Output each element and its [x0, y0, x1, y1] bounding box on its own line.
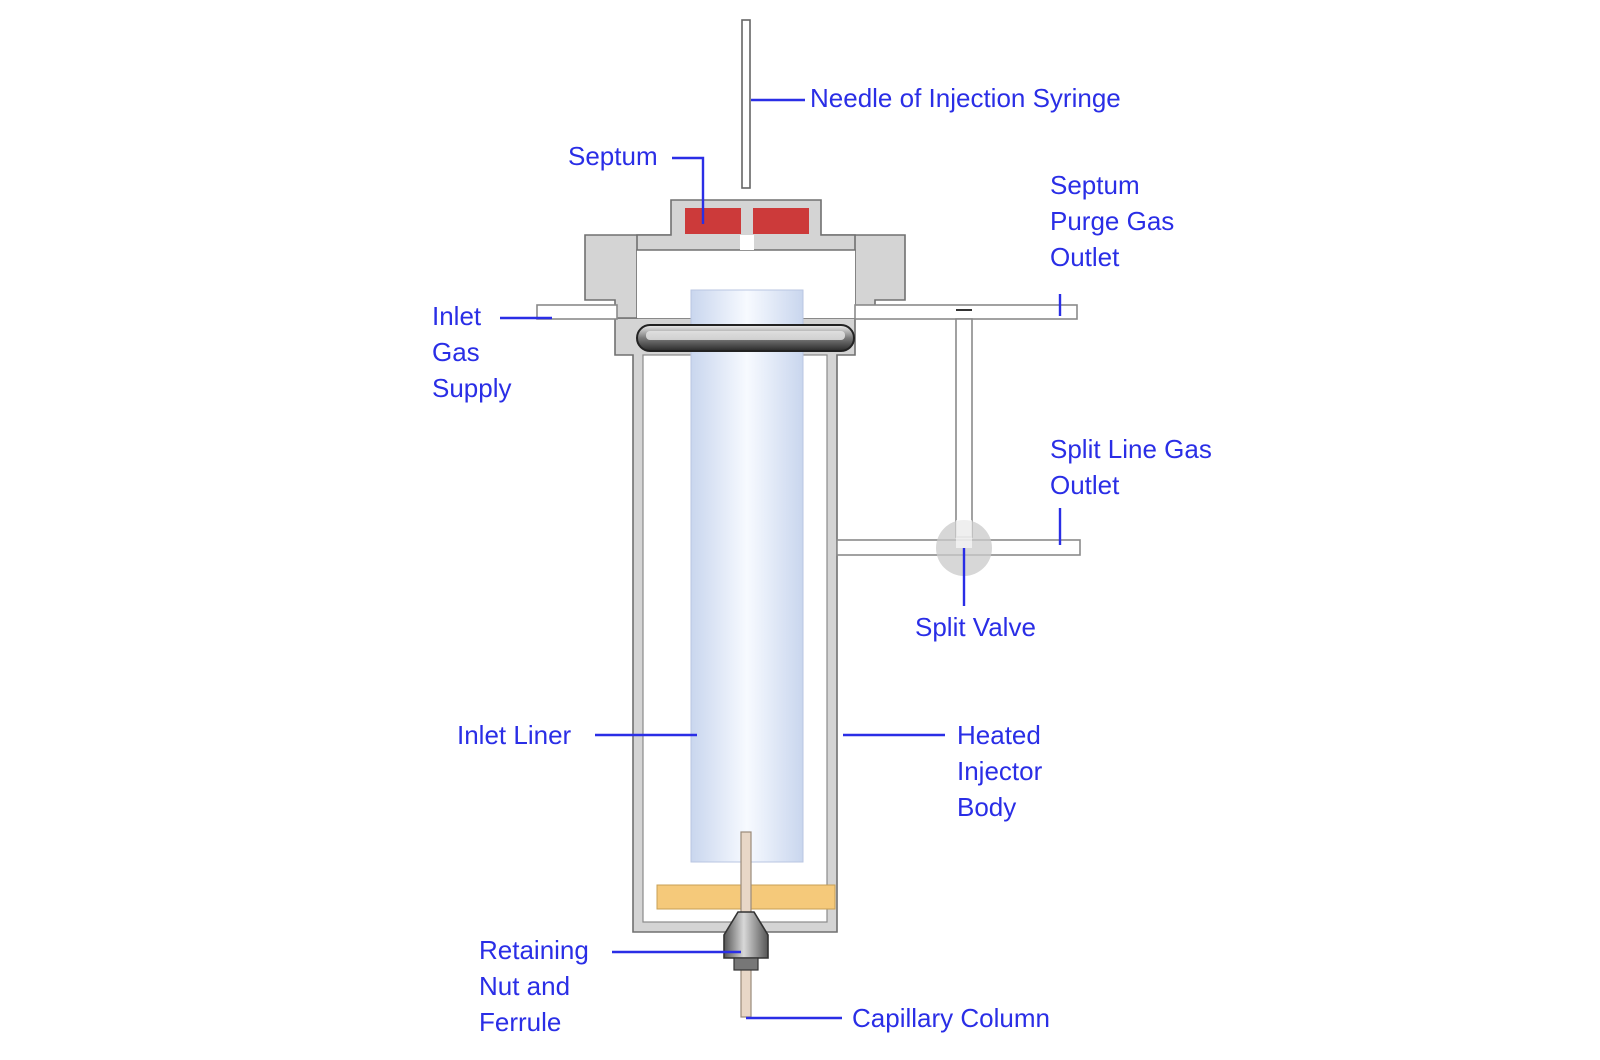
inlet-gas-supply-pipe: [536, 304, 618, 320]
label-inlet-gas-3: Supply: [432, 373, 512, 403]
label-heated-body-1: Heated: [957, 720, 1041, 750]
septum-left: [685, 208, 741, 234]
o-ring-highlight: [646, 331, 845, 340]
label-inlet-gas-1: Inlet: [432, 301, 482, 331]
label-retaining-nut-1: Retaining: [479, 935, 589, 965]
inlet-liner: [690, 289, 804, 863]
ferrule: [733, 957, 759, 971]
label-heated-body-3: Body: [957, 792, 1016, 822]
label-septum: Septum: [568, 141, 658, 171]
label-split-line-2: Outlet: [1050, 470, 1120, 500]
label-capillary: Capillary Column: [852, 1003, 1050, 1033]
label-heated-body-2: Injector: [957, 756, 1043, 786]
label-inlet-liner: Inlet Liner: [457, 720, 572, 750]
septum: [685, 208, 809, 234]
label-retaining-nut-2: Nut and: [479, 971, 570, 1001]
label-split-valve: Split Valve: [915, 612, 1036, 642]
syringe-needle: [741, 19, 751, 189]
label-septum-purge-3: Outlet: [1050, 242, 1120, 272]
labels: Needle of Injection Syringe Septum Septu…: [432, 83, 1212, 1037]
septum-right: [753, 208, 809, 234]
retaining-nut: [723, 911, 769, 959]
label-septum-purge-1: Septum: [1050, 170, 1140, 200]
septum-needle-port: [740, 235, 754, 250]
label-needle: Needle of Injection Syringe: [810, 83, 1121, 113]
label-septum-purge-2: Purge Gas: [1050, 206, 1174, 236]
label-inlet-gas-2: Gas: [432, 337, 480, 367]
septum-leader: [672, 156, 705, 224]
leader-lines: [500, 98, 1062, 1020]
label-split-line-1: Split Line Gas: [1050, 434, 1212, 464]
split-vertical-pipe: [955, 318, 973, 538]
septum-purge-pipe: [854, 304, 1078, 320]
split-valve-bore: [956, 520, 972, 548]
label-retaining-nut-3: Ferrule: [479, 1007, 561, 1037]
